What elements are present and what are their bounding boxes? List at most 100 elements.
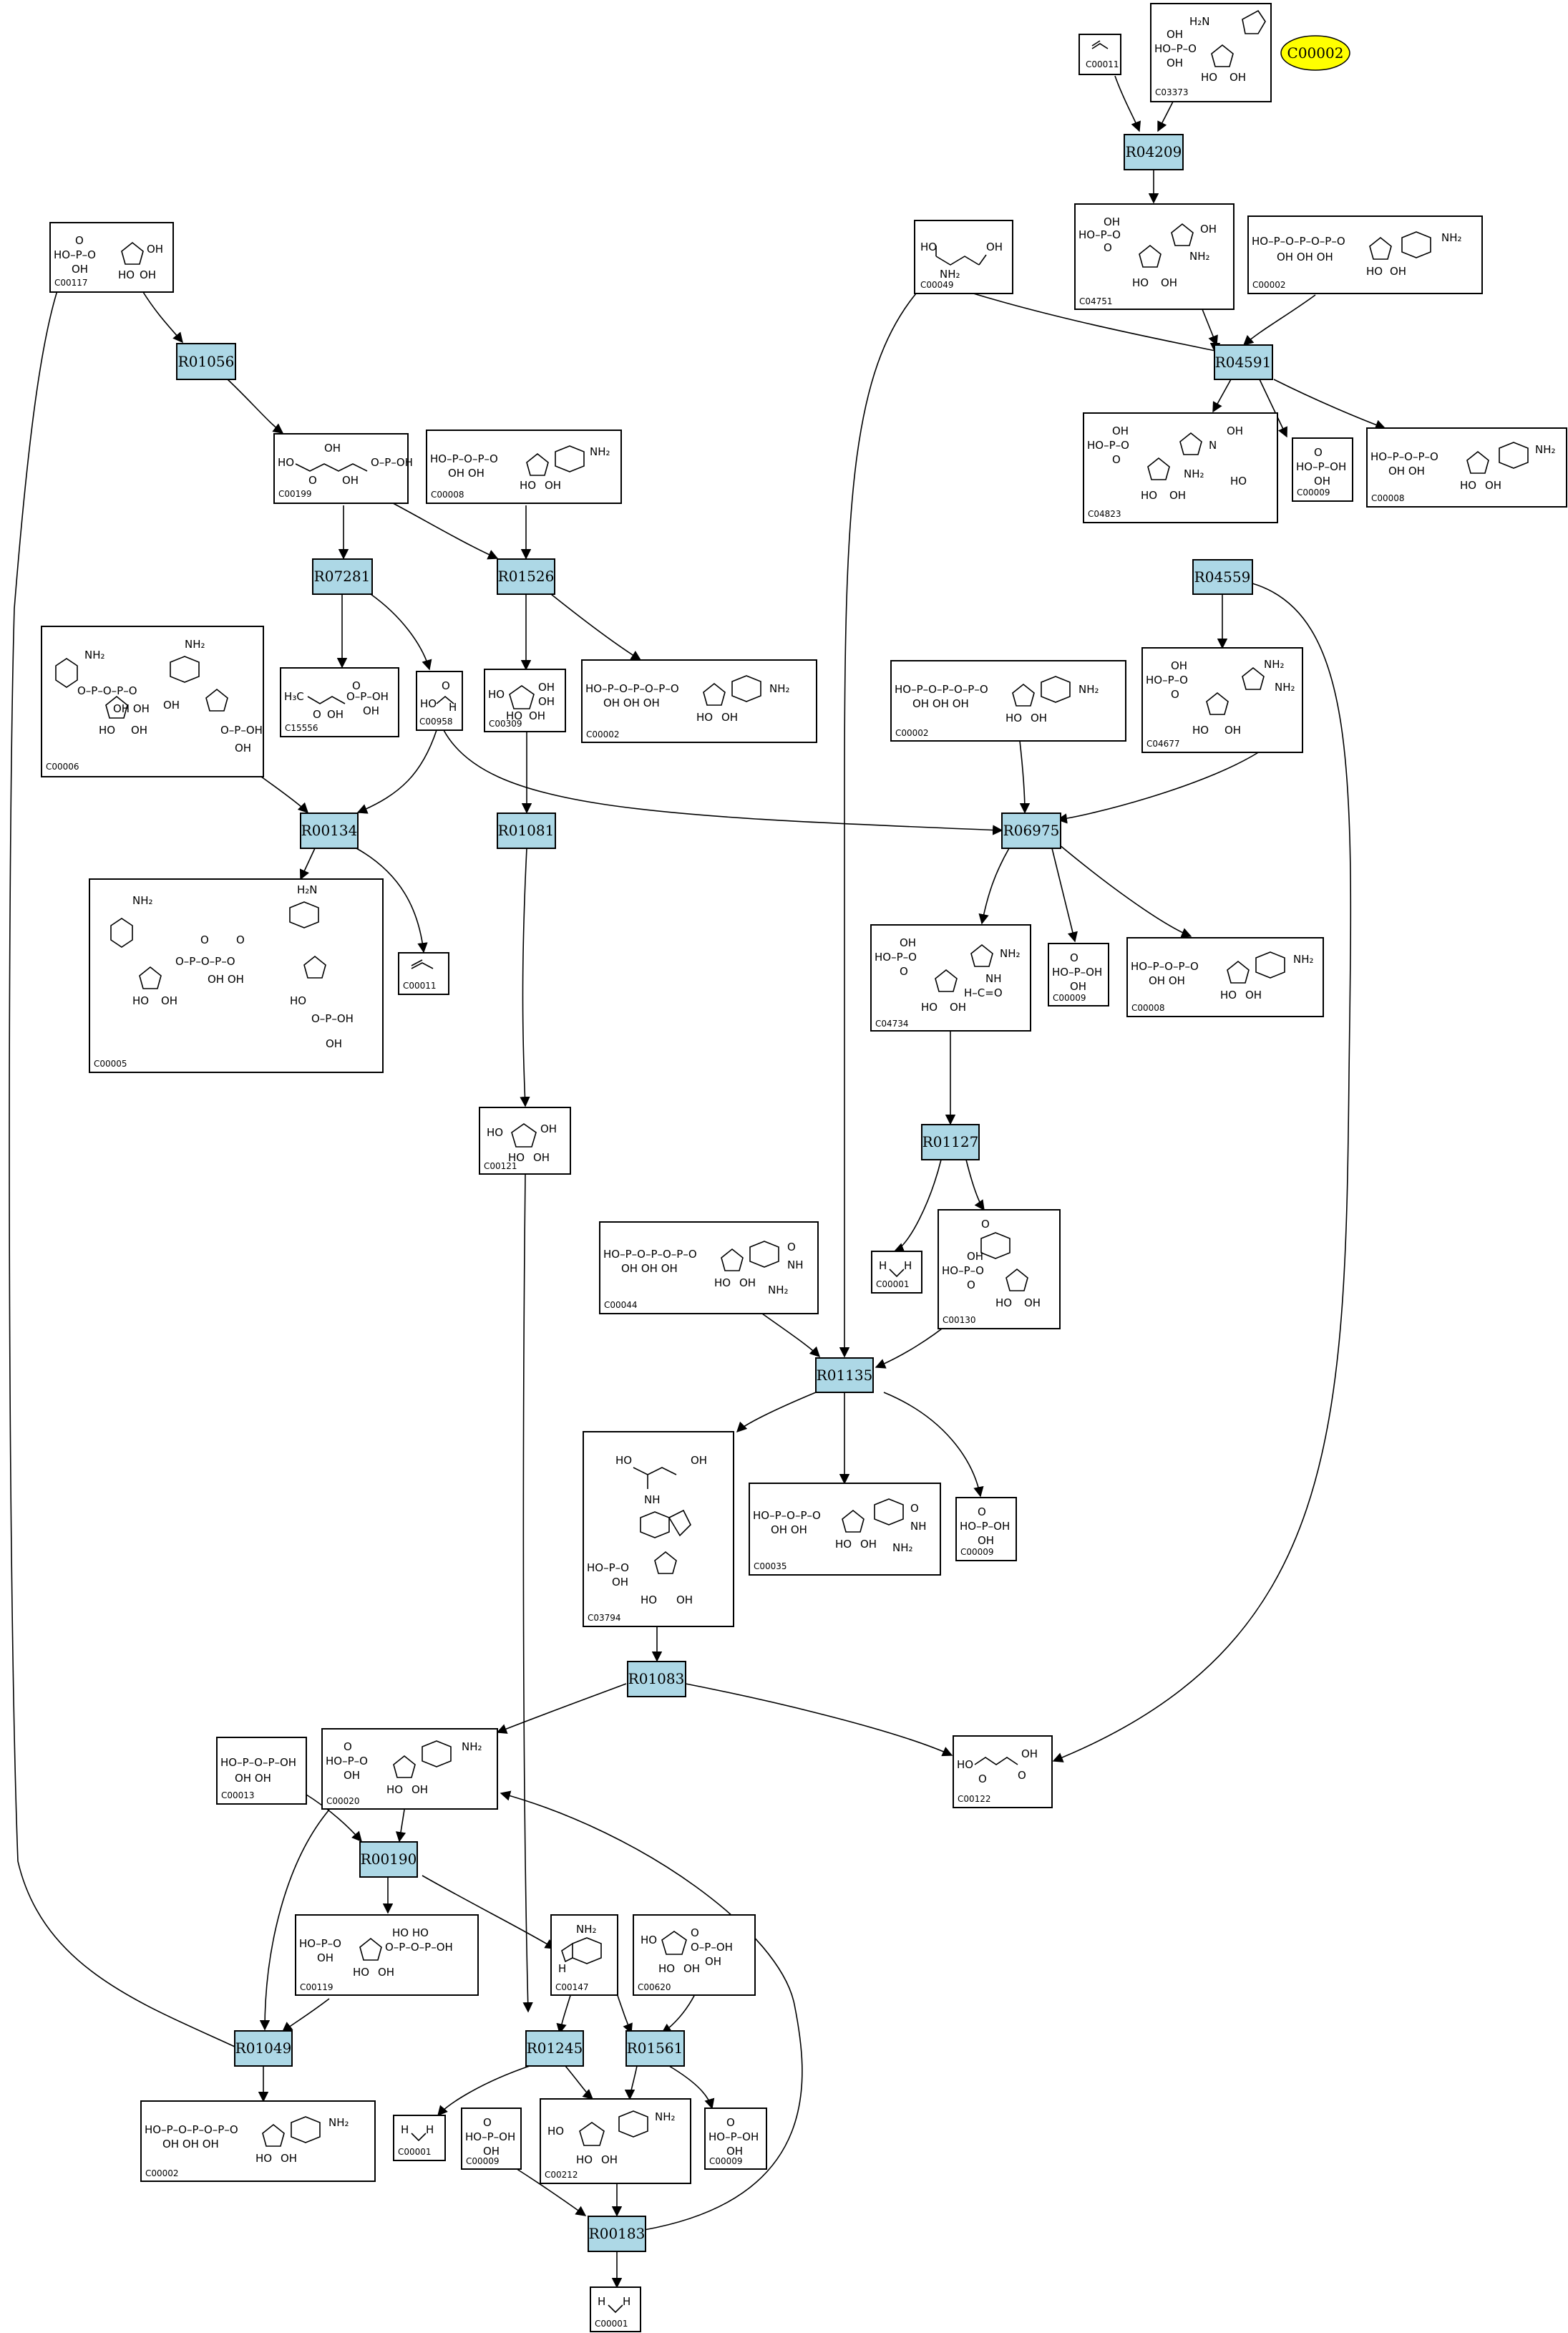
- compound-node[interactable]: NH₂ H₂N O O O–P–O–P–O OH OH HO OH HO O–P…: [89, 878, 384, 1073]
- svg-text:OH: OH: [900, 936, 916, 949]
- reaction-node[interactable]: R04209: [1124, 134, 1184, 170]
- compound-node[interactable]: H₂N OH HO–P–O OH HO OH C03373: [1150, 3, 1272, 102]
- compound-node[interactable]: O OH HO–P–O O HO OH C00130: [938, 1209, 1061, 1329]
- compound-node[interactable]: OH HO–P–O O OH NH₂ HO OH C04751: [1074, 203, 1235, 310]
- svg-text:OH: OH: [1169, 489, 1186, 502]
- compound-node[interactable]: HO–P–O–P–O OH OH NH₂ HO OH C00008: [426, 430, 622, 504]
- reaction-node[interactable]: R06975: [1001, 813, 1061, 849]
- compound-node[interactable]: OH HO–P–O O NH₂ NH₂ HO OH C04677: [1141, 647, 1303, 753]
- reaction-label[interactable]: R01083: [628, 1670, 685, 1687]
- compound-node[interactable]: HO OH OH HO OH C00309: [484, 669, 566, 732]
- reaction-label[interactable]: R01245: [527, 2039, 583, 2057]
- compound-node[interactable]: OH HO–P–O O NH₂ NH H–C=O HO OH C04734: [870, 924, 1031, 1032]
- reaction-label[interactable]: R00134: [301, 822, 358, 839]
- svg-text:N: N: [1209, 439, 1217, 452]
- reaction-label[interactable]: R01127: [922, 1133, 979, 1150]
- compound-id-label: C00009: [709, 2156, 743, 2166]
- compound-node[interactable]: HO–P–O–P–O–P–O OH OH OH NH₂ HO OH C00002: [1247, 215, 1483, 294]
- compound-node[interactable]: O HO–P–O OH NH₂ HO OH C00020: [321, 1728, 498, 1810]
- compound-node[interactable]: HO OH O O C00122: [953, 1735, 1053, 1808]
- reaction-node[interactable]: R07281: [312, 558, 373, 595]
- reaction-label[interactable]: R01049: [235, 2039, 292, 2057]
- compound-node[interactable]: HO–P–O–P–OH OH OH C00013: [216, 1737, 307, 1805]
- compound-node[interactable]: O HO–P–O OH OH HO OH C00117: [49, 222, 174, 293]
- reaction-node[interactable]: R00183: [588, 2216, 646, 2252]
- svg-text:HO–P–O: HO–P–O: [1146, 674, 1188, 687]
- compound-node[interactable]: HO–P–O–P–O OH OH NH₂ HO OH C00008: [1126, 937, 1324, 1017]
- reaction-label[interactable]: R01081: [498, 822, 555, 839]
- reaction-label[interactable]: R07281: [314, 568, 371, 585]
- compound-node[interactable]: HO–P–O–P–O OH OH NH₂ HO OH C00008: [1366, 427, 1567, 508]
- reaction-label[interactable]: R04209: [1126, 143, 1182, 160]
- reaction-label[interactable]: R00190: [361, 1851, 417, 1868]
- compound-node[interactable]: H H C00001: [393, 2115, 446, 2161]
- svg-text:HO–P–O: HO–P–O: [1087, 439, 1129, 452]
- reaction-label[interactable]: R01561: [627, 2039, 683, 2057]
- reaction-label[interactable]: R01526: [498, 568, 555, 585]
- compound-node[interactable]: NH₂ H C00147: [550, 1914, 618, 1996]
- compound-node[interactable]: O H₃C O–P–OH O OH OH C15556: [280, 667, 399, 737]
- reaction-node[interactable]: R04591: [1214, 344, 1273, 380]
- compound-node[interactable]: HO–P–O–P–O–P–O OH OH OH NH₂ HO OH C00002: [890, 660, 1126, 742]
- reaction-node[interactable]: R01049: [234, 2030, 293, 2067]
- compound-id-label: C00011: [1086, 59, 1119, 69]
- svg-text:HO–P–O: HO–P–O: [326, 1755, 368, 1767]
- svg-text:OH: OH: [612, 1576, 628, 1589]
- svg-text:OH: OH: [147, 243, 163, 256]
- compound-node[interactable]: HO–P–O–P–O–P–O OH OH OH NH₂ HO OH C00002: [140, 2100, 376, 2182]
- compound-node[interactable]: C00011: [1078, 34, 1121, 75]
- compound-node[interactable]: HO–P–O–P–O–P–O OH OH OH O NH NH₂ HO OH C…: [599, 1221, 819, 1314]
- reaction-node[interactable]: R00134: [300, 813, 359, 849]
- svg-text:NH: NH: [985, 972, 1002, 985]
- compound-node[interactable]: O HO–P–OH OH C00009: [955, 1497, 1017, 1561]
- compound-node[interactable]: O HO H C00958: [416, 671, 463, 731]
- compound-node[interactable]: HO–P–O–P–O–P–O OH OH OH NH₂ HO OH C00002: [581, 659, 817, 743]
- compound-node[interactable]: O HO–P–OH OH C00009: [704, 2108, 767, 2170]
- reaction-label[interactable]: R06975: [1003, 822, 1060, 839]
- compound-node[interactable]: HO–P–O–P–O OH OH O NH NH₂ HO OH C00035: [749, 1483, 941, 1576]
- svg-text:O: O: [978, 1505, 986, 1518]
- compound-node[interactable]: HO OH HO OH C00121: [479, 1107, 571, 1175]
- compound-node[interactable]: O HO–P–OH OH C00009: [1048, 943, 1109, 1007]
- reaction-node[interactable]: R01083: [627, 1661, 686, 1697]
- compound-id-label: C00006: [46, 762, 79, 772]
- compound-node[interactable]: HO OH NH₂ C00049: [914, 220, 1013, 294]
- reaction-node[interactable]: R01056: [176, 343, 236, 380]
- compound-node[interactable]: OH HO O–P–OH O OH C00199: [273, 433, 413, 504]
- compound-node[interactable]: HO–P–O OH HO HO O–P–O–P–OH HO OH C00119: [295, 1914, 479, 1996]
- compound-id-label: C00620: [638, 1982, 671, 1992]
- svg-text:OH: OH: [1104, 215, 1120, 228]
- reaction-node[interactable]: R01081: [497, 813, 556, 849]
- svg-text:HO: HO: [1460, 479, 1476, 492]
- compound-node[interactable]: O HO–P–OH OH C00009: [1292, 437, 1353, 502]
- compound-node[interactable]: NH₂ NH₂ O–P–O–P–O OH OH OH HO OH O–P–OH …: [41, 626, 264, 777]
- compound-id-label: C00005: [94, 1059, 127, 1069]
- compound-node[interactable]: H H C00001: [590, 2286, 641, 2332]
- highlight-ellipse[interactable]: [1280, 35, 1350, 71]
- reaction-label[interactable]: R01056: [178, 353, 235, 370]
- reaction-node[interactable]: R00190: [359, 1841, 418, 1878]
- highlighted-compound-node[interactable]: C00002: [1280, 35, 1350, 71]
- compound-node[interactable]: OH HO–P–O O OH N NH₂ HO HO OH C04823: [1083, 412, 1278, 523]
- compound-node[interactable]: HO NH₂ HO OH C00212: [540, 2098, 691, 2184]
- reaction-node[interactable]: R01526: [497, 558, 555, 595]
- reaction-label[interactable]: R00183: [589, 2225, 646, 2242]
- compound-node[interactable]: H H C00001: [871, 1251, 922, 1294]
- reaction-node[interactable]: R01561: [625, 2030, 685, 2067]
- reaction-label[interactable]: R04591: [1215, 354, 1272, 371]
- compound-node[interactable]: HO OH NH HO–P–O OH HO OH C03794: [583, 1431, 734, 1627]
- svg-text:O: O: [981, 1218, 990, 1231]
- compound-node[interactable]: C00011: [398, 952, 449, 995]
- compound-node[interactable]: HO O O–P–OH OH HO OH C00620: [633, 1914, 756, 1996]
- reaction-node[interactable]: R01245: [525, 2030, 584, 2067]
- svg-text:HO–P–OH: HO–P–OH: [960, 1520, 1010, 1533]
- reaction-label[interactable]: R04559: [1194, 568, 1251, 586]
- highlight-label[interactable]: C00002: [1287, 44, 1344, 62]
- reaction-label[interactable]: R01135: [817, 1367, 873, 1384]
- reaction-node[interactable]: R01135: [815, 1357, 874, 1393]
- reaction-node[interactable]: R04559: [1192, 559, 1253, 595]
- svg-text:OH: OH: [538, 695, 555, 708]
- reaction-node[interactable]: R01127: [921, 1124, 980, 1160]
- svg-text:H: H: [904, 1259, 912, 1272]
- compound-node[interactable]: O HO–P–OH OH C00009: [461, 2108, 522, 2170]
